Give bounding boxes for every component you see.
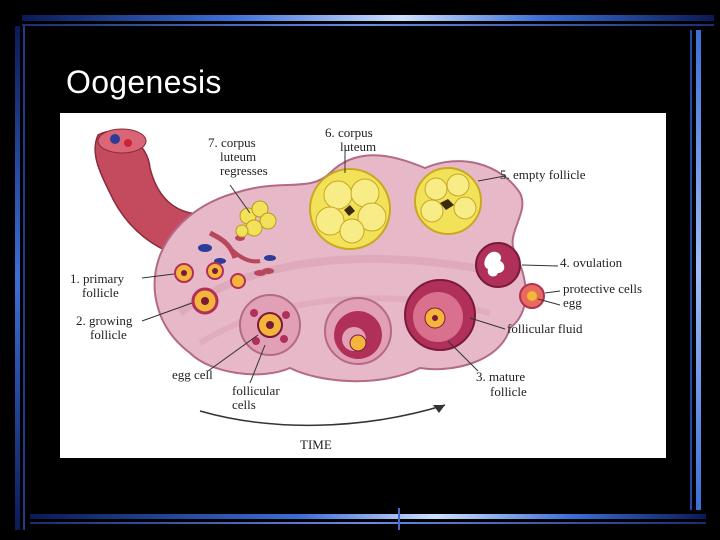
frame-divider (398, 508, 400, 530)
frame-bar-bottom-thin (30, 522, 706, 524)
ovary-illustration: 7. corpus luteum regresses 6. corpus lut… (70, 125, 642, 452)
label-corpus-luteum-regresses: 7. corpus (208, 135, 256, 150)
leader-lines (141, 148, 561, 384)
svg-text:luteum: luteum (220, 149, 256, 164)
released-egg (519, 283, 545, 309)
label-follicular-cells: follicular (232, 383, 280, 398)
frame-bar-bottom (30, 514, 706, 519)
svg-text:cells: cells (232, 397, 256, 412)
frame-bar-top (22, 15, 714, 21)
svg-text:follicle: follicle (90, 327, 127, 342)
time-arrow (199, 404, 446, 427)
svg-text:follicle: follicle (490, 384, 527, 399)
svg-text:luteum: luteum (340, 139, 376, 154)
primary-follicles (174, 262, 246, 315)
label-follicular-fluid: follicular fluid (507, 321, 583, 336)
label-egg: egg (563, 295, 582, 310)
vessel-opening (97, 128, 147, 154)
frame-bar-left-thin (23, 26, 25, 530)
frame-bar-right (696, 30, 701, 510)
antral-follicle (324, 297, 392, 365)
oogenesis-diagram: 7. corpus luteum regresses 6. corpus lut… (60, 113, 666, 458)
label-ovulation: 4. ovulation (560, 255, 623, 270)
empty-follicle (414, 167, 482, 235)
label-time: TIME (300, 437, 332, 452)
svg-text:regresses: regresses (220, 163, 268, 178)
svg-text:follicle: follicle (82, 285, 119, 300)
mature-follicle (404, 279, 476, 351)
ovulating-follicle (475, 242, 521, 288)
corpus-luteum (309, 168, 391, 250)
growing-follicle-large (239, 294, 301, 356)
corpus-luteum-regressing (235, 200, 277, 238)
label-growing-follicle: 2. growing (76, 313, 133, 328)
frame-bar-right-thin (690, 30, 692, 510)
slide-title: Oogenesis (66, 64, 222, 100)
label-protective-cells: protective cells (563, 281, 642, 296)
label-empty-follicle: 5. empty follicle (500, 167, 586, 182)
frame-bar-left (15, 26, 20, 530)
frame-bar-top-thin (22, 24, 714, 26)
label-corpus-luteum: 6. corpus (325, 125, 373, 140)
label-primary-follicle: 1. primary (70, 271, 125, 286)
label-egg-cell: egg cell (172, 367, 213, 382)
label-mature-follicle: 3. mature (476, 369, 525, 384)
